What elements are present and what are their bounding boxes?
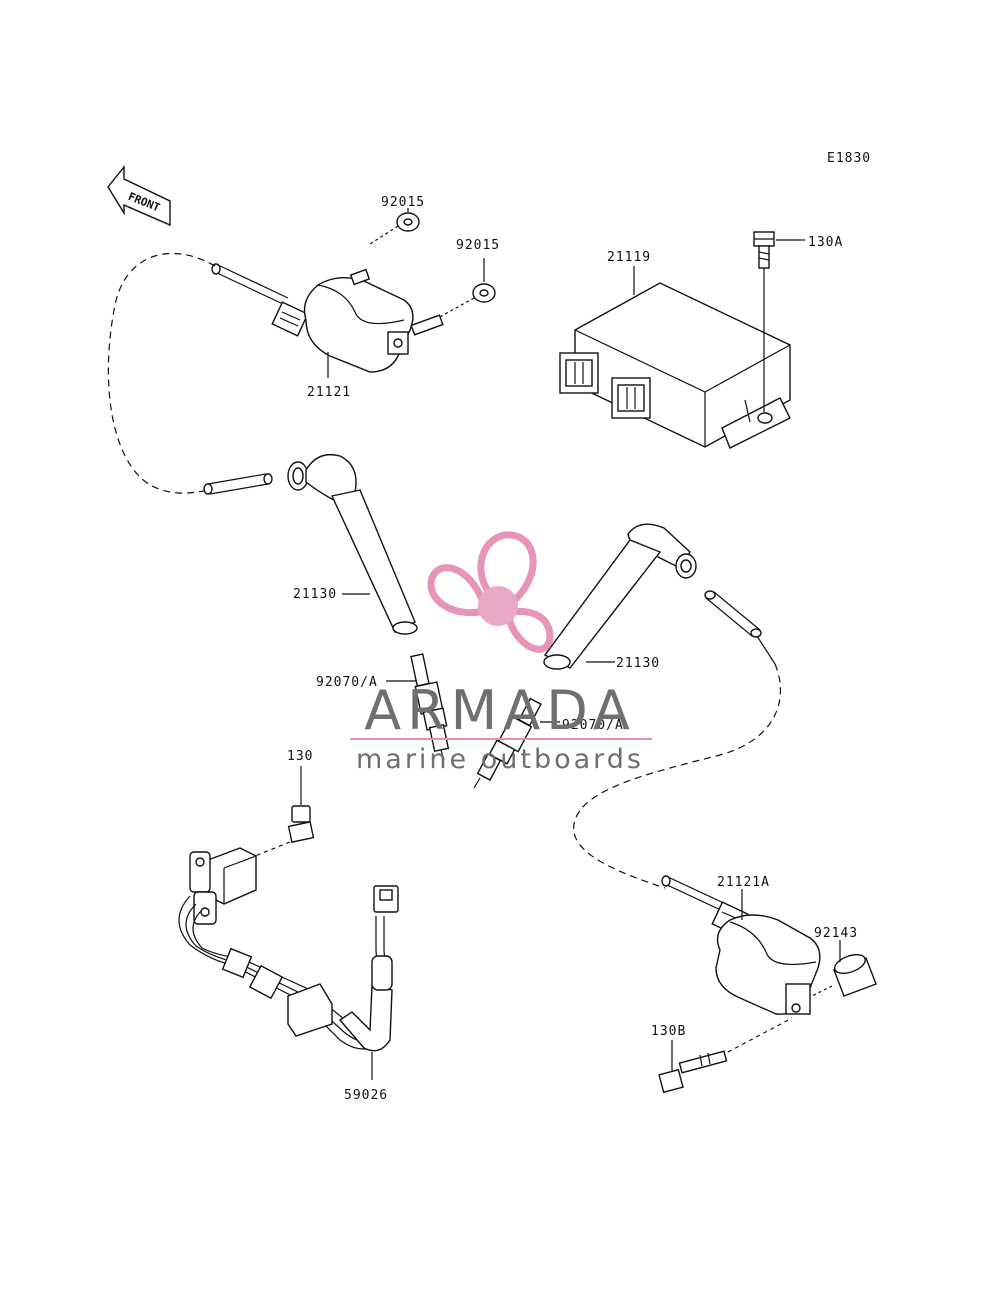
label-21130-left: 21130 [293, 587, 337, 602]
nut-92015-b [437, 258, 496, 319]
ignition-coil-21121 [211, 263, 444, 378]
bolt-130B [658, 1017, 793, 1094]
diagram-code: E1830 [827, 151, 871, 166]
front-arrow-icon: FRONT [107, 165, 171, 227]
label-92070-left: 92070/A [316, 675, 378, 690]
watermark-tagline: marine outboards [356, 744, 644, 775]
label-130B: 130B [651, 1024, 686, 1039]
label-92070-right: 92070/A [562, 718, 624, 733]
spark-plug-92070-right [473, 697, 560, 789]
label-130: 130 [287, 749, 313, 764]
watermark-brand: ARMADA [364, 679, 636, 742]
ht-lead-left-dashed [107, 252, 216, 494]
label-92015-b: 92015 [456, 238, 500, 253]
nut-92015-a [369, 208, 420, 245]
bolt-130A [753, 231, 805, 412]
label-130A: 130A [808, 235, 843, 250]
armada-watermark: ARMADA marine outboards [350, 531, 652, 775]
screw-130 [239, 766, 315, 863]
ignition-coil-21121A [661, 875, 821, 1015]
igniter-21119 [559, 266, 791, 449]
ht-lead-end-left [203, 473, 273, 495]
label-92143: 92143 [814, 926, 858, 941]
propeller-logo-icon [427, 531, 554, 653]
plug-cap-21130-left [287, 453, 418, 635]
plug-cap-21130-right [543, 523, 697, 670]
label-92015-a: 92015 [381, 195, 425, 210]
label-21119: 21119 [607, 250, 651, 265]
label-21121: 21121 [307, 385, 351, 400]
spacer-92143 [811, 940, 877, 997]
label-21130-right: 21130 [616, 656, 660, 671]
ht-lead-end-right [704, 590, 776, 665]
label-59026: 59026 [344, 1088, 388, 1103]
label-21121A: 21121A [717, 875, 770, 890]
pickup-coil-59026 [178, 847, 399, 1080]
ht-lead-right-dashed [573, 663, 782, 889]
